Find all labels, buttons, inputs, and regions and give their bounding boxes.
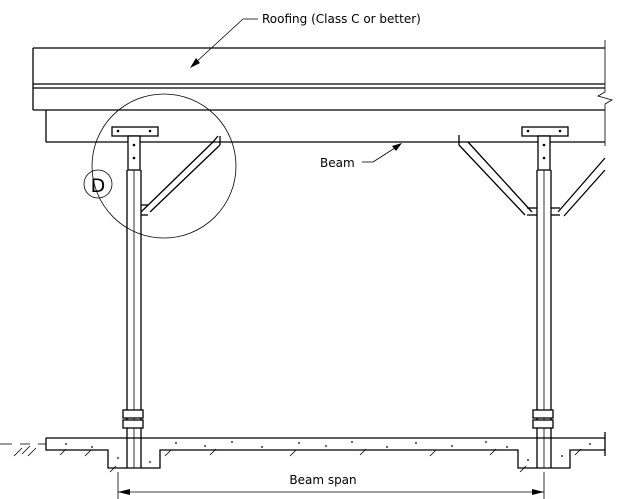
detail-label: D <box>91 175 106 197</box>
detail-callout: D <box>83 93 237 239</box>
left-knee-brace <box>140 135 221 216</box>
right-post <box>521 126 569 468</box>
right-knee-braces <box>458 135 606 217</box>
beam-callout: Beam <box>320 143 402 170</box>
concrete-slab <box>0 432 606 473</box>
beam-label: Beam <box>320 156 355 170</box>
left-post <box>111 126 159 468</box>
roofing-panel <box>32 40 614 146</box>
beam-span-label: Beam span <box>289 473 356 487</box>
roofing-label: Roofing (Class C or better) <box>262 12 421 26</box>
roofing-callout: Roofing (Class C or better) <box>190 12 421 68</box>
beam-span-dimension: Beam span <box>117 472 545 499</box>
